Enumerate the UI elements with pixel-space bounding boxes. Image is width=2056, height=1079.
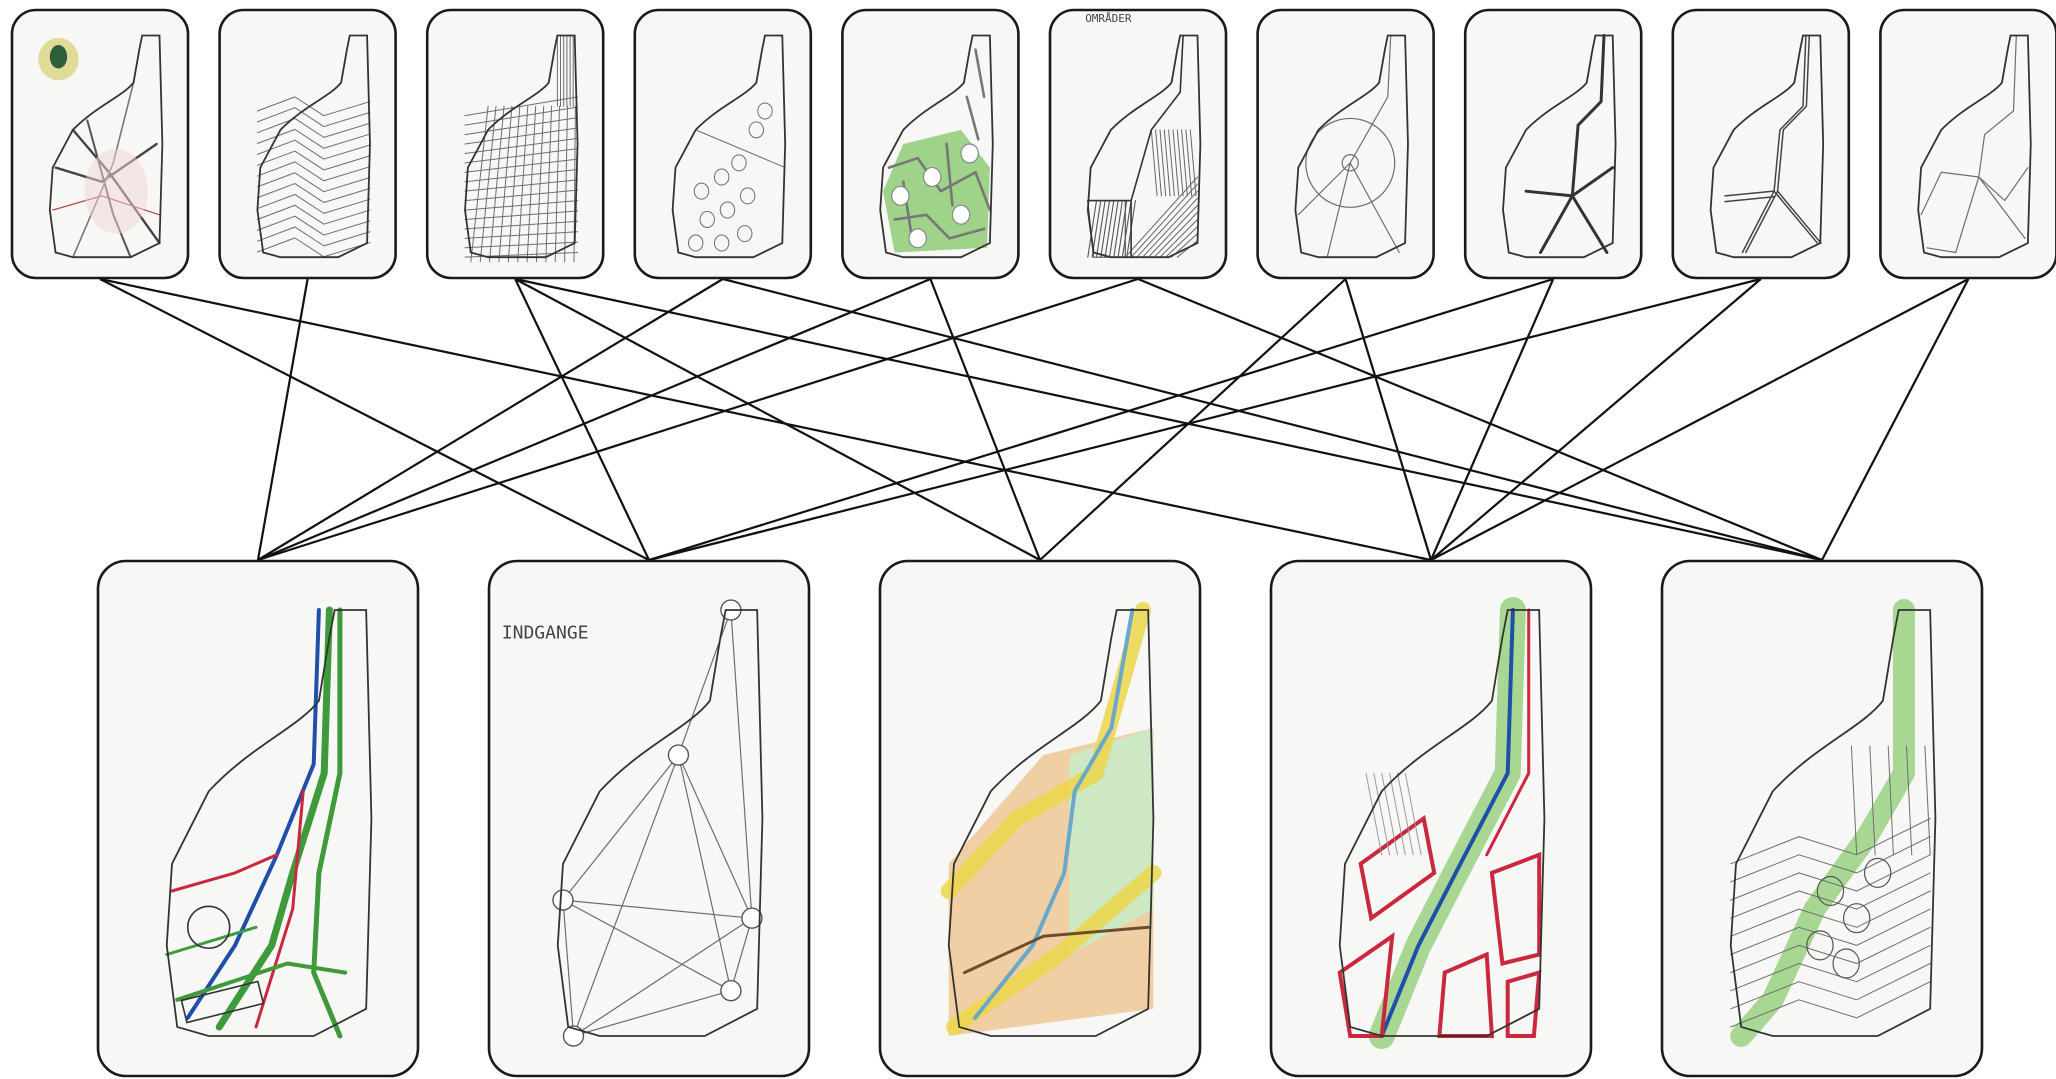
top-sketch-t4: [635, 10, 811, 278]
top-sketch-t9: [1673, 10, 1849, 278]
link-t10-b5: [1822, 279, 1968, 560]
link-t2-b1: [258, 279, 308, 560]
link-t6-b1: [258, 279, 1138, 560]
top-sketch-row: OMRÅDER: [12, 10, 2056, 278]
link-t3-b5: [515, 279, 1822, 560]
top-sketch-t5: [842, 10, 1018, 278]
top-sketch-t3: [427, 10, 603, 278]
bottom-sketch-b1: [98, 561, 418, 1076]
sketch-label: OMRÅDER: [1085, 12, 1132, 25]
bottom-sketch-b2: INDGANGE: [489, 561, 809, 1076]
top-sketch-t6: OMRÅDER: [1050, 10, 1226, 278]
bottom-sketch-b4: [1271, 561, 1591, 1076]
bottom-sketch-b3: [880, 561, 1200, 1076]
bottom-sketch-b5: [1662, 561, 1982, 1076]
link-t7-b3: [1040, 279, 1346, 560]
link-t10-b4: [1431, 279, 1968, 560]
link-t1-b2: [100, 279, 649, 560]
link-t4-b1: [258, 279, 723, 560]
link-t8-b4: [1431, 279, 1553, 560]
link-t5-b3: [930, 279, 1040, 560]
link-t3-b2: [515, 279, 649, 560]
sketch-label: INDGANGE: [502, 622, 589, 643]
top-sketch-t2: [220, 10, 396, 278]
top-sketch-t7: [1258, 10, 1434, 278]
link-t4-b5: [723, 279, 1822, 560]
top-sketch-t10: [1880, 10, 2056, 278]
top-sketch-t1: [12, 10, 188, 278]
top-sketch-t8: [1465, 10, 1641, 278]
bottom-sketch-row: INDGANGE: [98, 561, 1982, 1076]
connection-lines: [100, 279, 1968, 560]
link-t9-b2: [649, 279, 1761, 560]
